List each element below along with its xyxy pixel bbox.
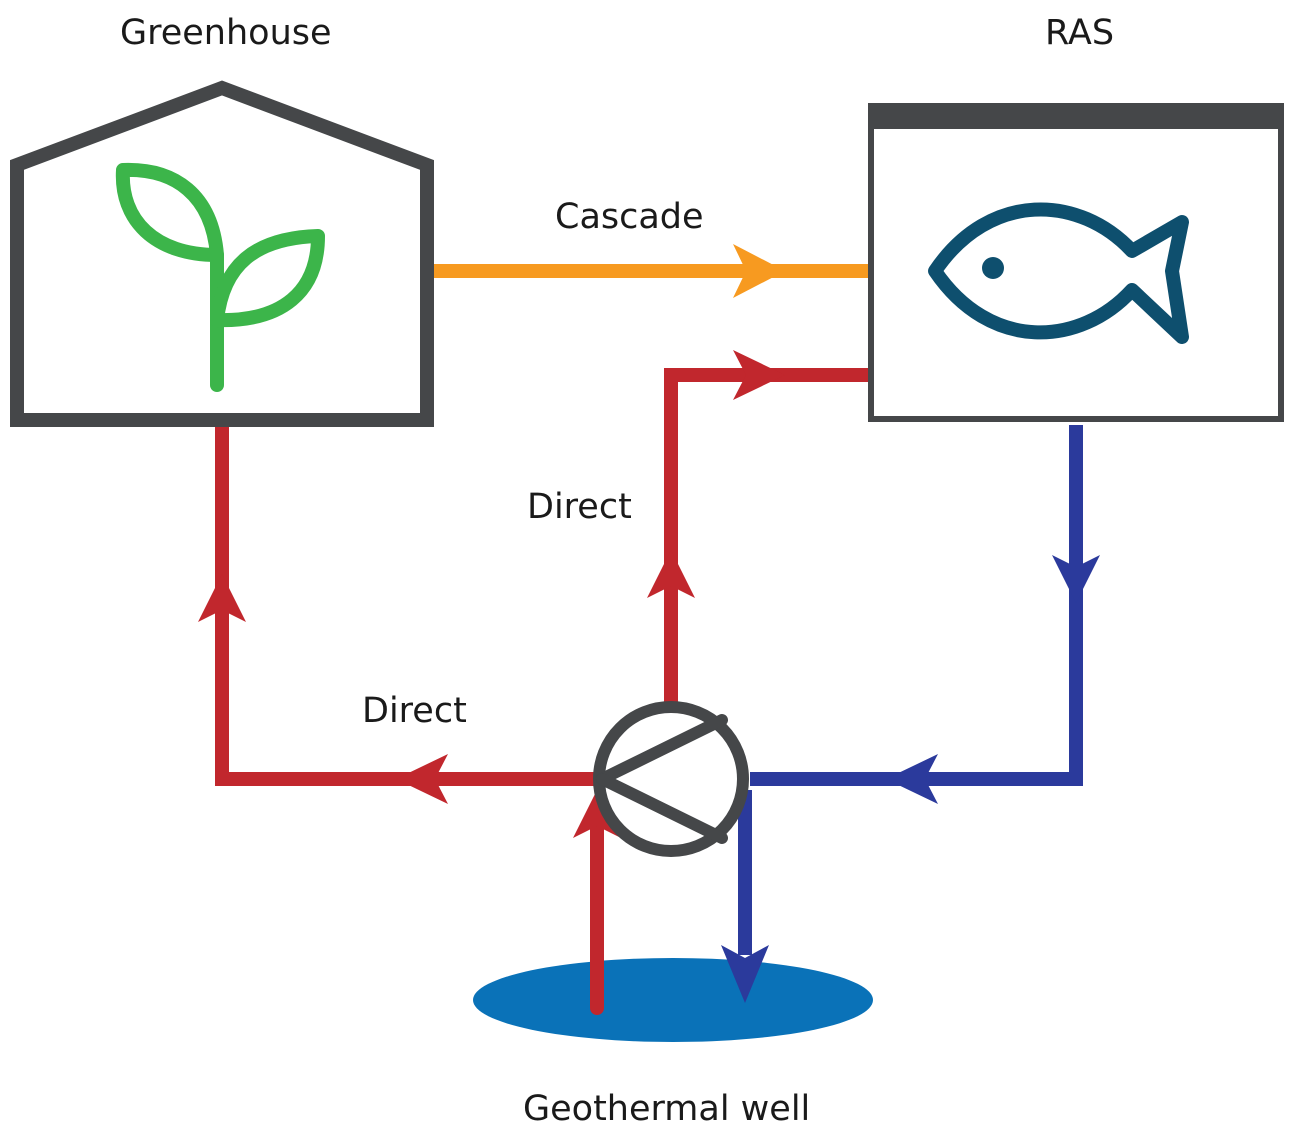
direct-label-greenhouse: Direct [362,691,467,731]
cascade-label: Cascade [555,197,704,237]
cascade-arrow [733,244,785,298]
geothermal-well-label: Geothermal well [523,1089,811,1129]
ras-label: RAS [1045,13,1115,53]
greenhouse-label: Greenhouse [120,13,332,53]
return-flow [721,425,1100,1003]
direct-ras-arrow-right [733,350,785,400]
direct-gh-arrow-up [198,574,246,622]
heat-pump-icon [593,701,749,857]
return-arrow-well [721,945,769,1003]
direct-gh-arrow-left [396,754,448,804]
cascade-flow [434,244,868,298]
fish-eye [982,257,1004,279]
direct-flow-ras [647,350,868,715]
geothermal-well-shape [473,958,873,1042]
direct-flow-greenhouse [198,427,597,804]
direct-label-ras: Direct [527,487,632,527]
direct-ras-arrow-up [647,550,695,598]
return-arrow-down [1052,555,1100,603]
fish-icon [928,202,1189,344]
ras-tank-lid [868,103,1284,129]
plant-icon [115,162,325,392]
return-arrow-left [886,754,938,804]
